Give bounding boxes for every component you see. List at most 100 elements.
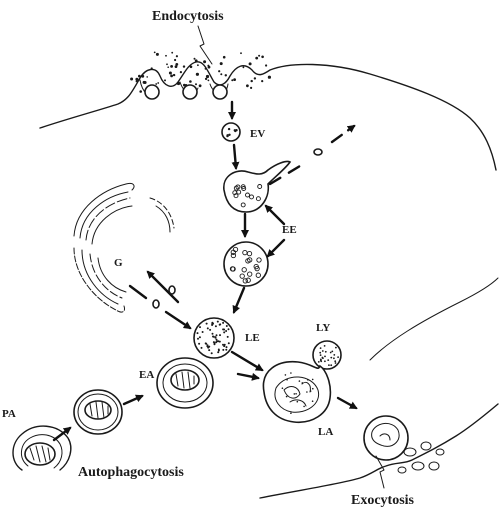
vesicle-particle bbox=[198, 336, 201, 339]
ligand-particle bbox=[139, 90, 142, 93]
recycling-vesicle bbox=[313, 148, 323, 156]
ligand-particle bbox=[155, 52, 159, 56]
ligand-particle bbox=[155, 83, 158, 85]
la-label: LA bbox=[318, 426, 333, 438]
ligand-particle bbox=[233, 78, 237, 81]
arrow-golgi-to-le bbox=[128, 284, 148, 300]
vesicle-particle bbox=[230, 266, 236, 272]
ligand-particle bbox=[204, 67, 207, 70]
ligand-particle bbox=[165, 54, 167, 57]
vesicle-particle bbox=[257, 184, 263, 189]
vesicle-particle bbox=[328, 364, 330, 366]
ligand-particle bbox=[265, 64, 268, 67]
vesicle-particle bbox=[211, 321, 214, 324]
vesicle-particle bbox=[255, 196, 261, 202]
vesicle-particle bbox=[225, 348, 228, 351]
vesicle-particle bbox=[247, 257, 253, 263]
ligand-particle bbox=[261, 80, 264, 83]
vesicle-particle bbox=[236, 189, 242, 195]
av-mitochondrion bbox=[84, 400, 112, 420]
vesicle-particle bbox=[296, 400, 299, 403]
endocytic-vesicle bbox=[221, 122, 241, 142]
golgi-vesicle-2 bbox=[152, 299, 160, 309]
ligand-particle bbox=[167, 66, 169, 68]
golgi-label: G bbox=[114, 257, 123, 269]
ligand-particle bbox=[176, 81, 181, 86]
ligand-particle bbox=[174, 65, 178, 68]
pa-mitochondrion bbox=[24, 442, 56, 466]
vesicle-particle bbox=[230, 249, 236, 255]
ea-mitochondrion bbox=[170, 369, 200, 391]
vesicle-particle bbox=[285, 395, 288, 398]
arrow-pa-to-av bbox=[52, 426, 72, 442]
vesicle-particle bbox=[239, 273, 245, 279]
vesicle-particle bbox=[206, 327, 209, 330]
vesicle-particle bbox=[290, 372, 292, 374]
ligand-particle bbox=[250, 79, 253, 83]
ligand-particle bbox=[172, 73, 176, 77]
vesicle-particle bbox=[196, 332, 199, 335]
vesicle-particle bbox=[222, 348, 225, 351]
ee-pointer-upper bbox=[264, 204, 286, 226]
coated-pit-vesicle bbox=[144, 84, 160, 100]
vesicle-particle bbox=[217, 349, 220, 352]
vesicle-particle bbox=[200, 346, 203, 349]
ligand-particle bbox=[248, 62, 252, 66]
ligand-particle bbox=[219, 62, 223, 66]
secreted-material bbox=[397, 441, 445, 474]
vesicle-particle bbox=[311, 378, 314, 381]
vesicle-particle bbox=[329, 351, 332, 354]
vesicle-particle bbox=[235, 129, 238, 132]
vesicle-particle bbox=[242, 249, 248, 256]
recycling-path bbox=[268, 164, 302, 186]
vesicle-particle bbox=[215, 341, 218, 344]
vesicle-particle bbox=[286, 379, 288, 381]
la-contents bbox=[274, 376, 320, 413]
vesicle-particle bbox=[214, 325, 217, 328]
vesicle-particle bbox=[233, 185, 239, 191]
vesicle-particle bbox=[256, 257, 262, 263]
vesicle-particle bbox=[227, 342, 230, 345]
vesicle-particle bbox=[227, 127, 231, 131]
golgi-apparatus bbox=[73, 183, 175, 313]
vesicle-particle bbox=[222, 343, 224, 346]
exocytic-vesicle bbox=[363, 415, 409, 461]
exocytosis-membrane bbox=[259, 277, 499, 499]
vesicle-particle bbox=[281, 387, 284, 390]
le-contents bbox=[196, 320, 230, 355]
ligand-particle bbox=[240, 52, 242, 55]
vesicle-particle bbox=[215, 334, 218, 337]
vesicle-particle bbox=[249, 194, 254, 200]
ligand-particle bbox=[170, 65, 174, 68]
ligand-particle bbox=[194, 59, 198, 63]
vesicle-particle bbox=[323, 345, 326, 347]
vesicle-particle bbox=[321, 350, 324, 352]
vesicle-particle bbox=[284, 374, 287, 376]
vesicle-particle bbox=[245, 277, 251, 283]
ligand-particle bbox=[246, 84, 249, 88]
arrow-la-to-exocytosis bbox=[336, 396, 358, 410]
ligand-particle bbox=[253, 77, 257, 80]
la-dots bbox=[281, 372, 314, 415]
vesicle-particle bbox=[211, 324, 214, 326]
vesicle-particle bbox=[211, 332, 214, 335]
vesicle-particle bbox=[320, 358, 322, 361]
vesicle-particle bbox=[223, 331, 226, 334]
vesicle-particle bbox=[309, 390, 312, 392]
phagophore bbox=[12, 425, 72, 471]
autophagocytosis-label: Autophagocytosis bbox=[78, 465, 184, 480]
arrow-le-to-la bbox=[230, 350, 264, 372]
vesicle-particle bbox=[298, 380, 301, 382]
extracellular-particles bbox=[130, 51, 271, 93]
arrow-le-to-golgi bbox=[146, 270, 180, 304]
ligand-particle bbox=[189, 65, 193, 69]
vesicle-particle bbox=[230, 252, 237, 259]
early-endosome-upper bbox=[223, 160, 292, 213]
recycling-arrow bbox=[330, 124, 356, 144]
ligand-particle bbox=[146, 76, 148, 78]
vesicle-particle bbox=[219, 334, 221, 337]
vesicle-particle bbox=[201, 331, 204, 333]
vesicle-particle bbox=[213, 343, 216, 346]
vesicle-particle bbox=[225, 330, 228, 332]
vesicle-particle bbox=[216, 320, 219, 323]
